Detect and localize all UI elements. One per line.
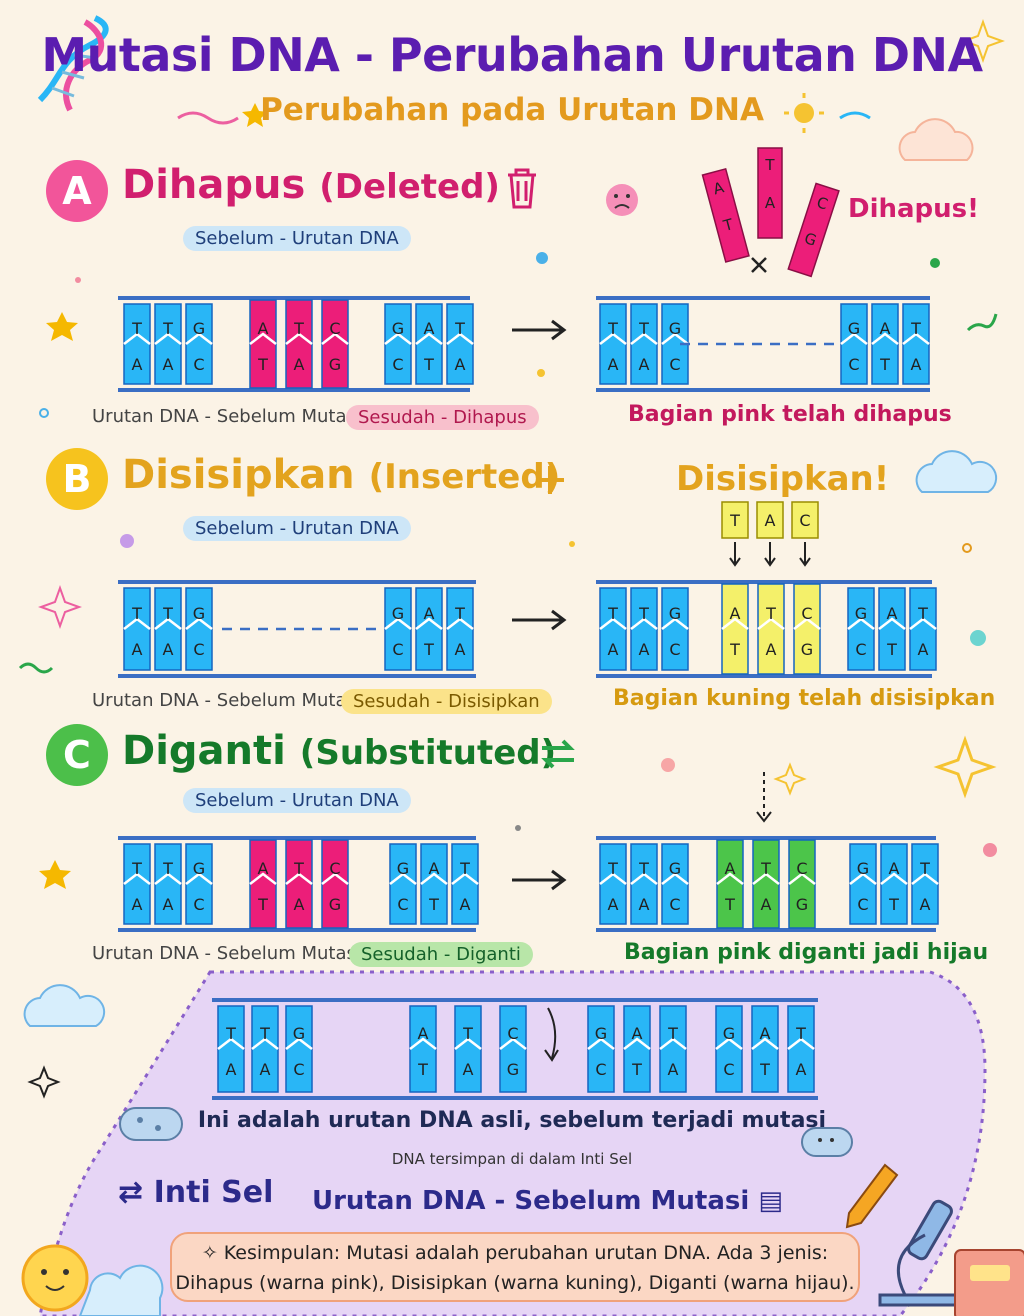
cell-text-main: Ini adalah urutan DNA asli, sebelum terj… (197, 1108, 827, 1133)
badge-b: B (46, 448, 108, 510)
section-b-title-main: Disisipkan (122, 452, 355, 498)
swap-icon: ⇄ (118, 1175, 144, 1210)
section-b-title-paren: (Inserted) (368, 457, 561, 497)
page-title: Mutasi DNA - Perubahan Urutan DNA (41, 28, 983, 82)
sun-icon (784, 93, 824, 133)
section-c-title-main: Diganti (122, 728, 286, 774)
cell-heading-text: Urutan DNA - Sebelum Mutasi (312, 1186, 750, 1216)
microscope-icon (878, 1199, 962, 1307)
section-c-before-pill: Sebelum - Urutan DNA (183, 788, 411, 813)
page-subtitle: Perubahan pada Urutan DNA (260, 92, 764, 128)
section-c-title-paren: (Substituted) (299, 733, 557, 773)
section-a-title: Dihapus (Deleted) (122, 162, 500, 208)
book-icon: ▤ (758, 1186, 783, 1216)
badge-c: C (46, 724, 108, 786)
conclusion-box: ✧ Kesimpulan: Mutasi adalah perubahan ur… (170, 1232, 860, 1302)
section-c-after-pill: Sesudah - Diganti (349, 942, 533, 967)
section-a-after-pill: Sesudah - Dihapus (346, 405, 539, 430)
swap-icon (541, 739, 575, 769)
cell-text-sub: DNA tersimpan di dalam Inti Sel (391, 1150, 633, 1168)
section-a-caption: Urutan DNA - Sebelum Mutasi (92, 406, 361, 427)
sad-face-icon (606, 184, 638, 216)
dna-icon (37, 15, 109, 112)
section-c-title: Diganti (Substituted) (122, 728, 556, 774)
section-b-caption: Urutan DNA - Sebelum Mutasi (92, 690, 361, 711)
cell-heading: Urutan DNA - Sebelum Mutasi ▤ (312, 1186, 783, 1216)
conclusion-line2: Dihapus (warna pink), Disisipkan (warna … (175, 1272, 855, 1294)
section-c-result: Bagian pink diganti jadi hijau (624, 940, 989, 965)
nucleus-label-text: Inti Sel (153, 1175, 274, 1210)
section-c-caption: Urutan DNA - Sebelum Mutasi (92, 943, 361, 964)
conclusion-text-1: Kesimpulan: Mutasi adalah perubahan urut… (223, 1242, 829, 1264)
badge-a: A (46, 160, 108, 222)
section-a-title-paren: (Deleted) (319, 167, 500, 207)
nucleus-label: ⇄ Inti Sel (118, 1175, 273, 1210)
section-a-before-pill: Sebelum - Urutan DNA (183, 226, 411, 251)
section-a-result: Bagian pink telah dihapus (628, 402, 952, 427)
cloud-icon (898, 118, 974, 161)
section-b-callout: Disisipkan! (676, 459, 890, 499)
conclusion-line1: ✧ Kesimpulan: Mutasi adalah perubahan ur… (172, 1238, 858, 1268)
section-a-title-main: Dihapus (122, 162, 306, 208)
section-a-callout: Dihapus! (848, 194, 980, 224)
bacteria-icon (119, 1107, 853, 1157)
sparkle-icon: ✧ (201, 1242, 224, 1264)
section-b-title: Disisipkan (Inserted) (122, 452, 560, 498)
plus-icon (536, 466, 564, 494)
pencil-icon (845, 1163, 899, 1229)
section-b-before-pill: Sebelum - Urutan DNA (183, 516, 411, 541)
trash-icon (508, 168, 536, 209)
section-b-after-pill: Sesudah - Disisipkan (341, 689, 552, 714)
section-b-result: Bagian kuning telah disisipkan (613, 686, 996, 711)
